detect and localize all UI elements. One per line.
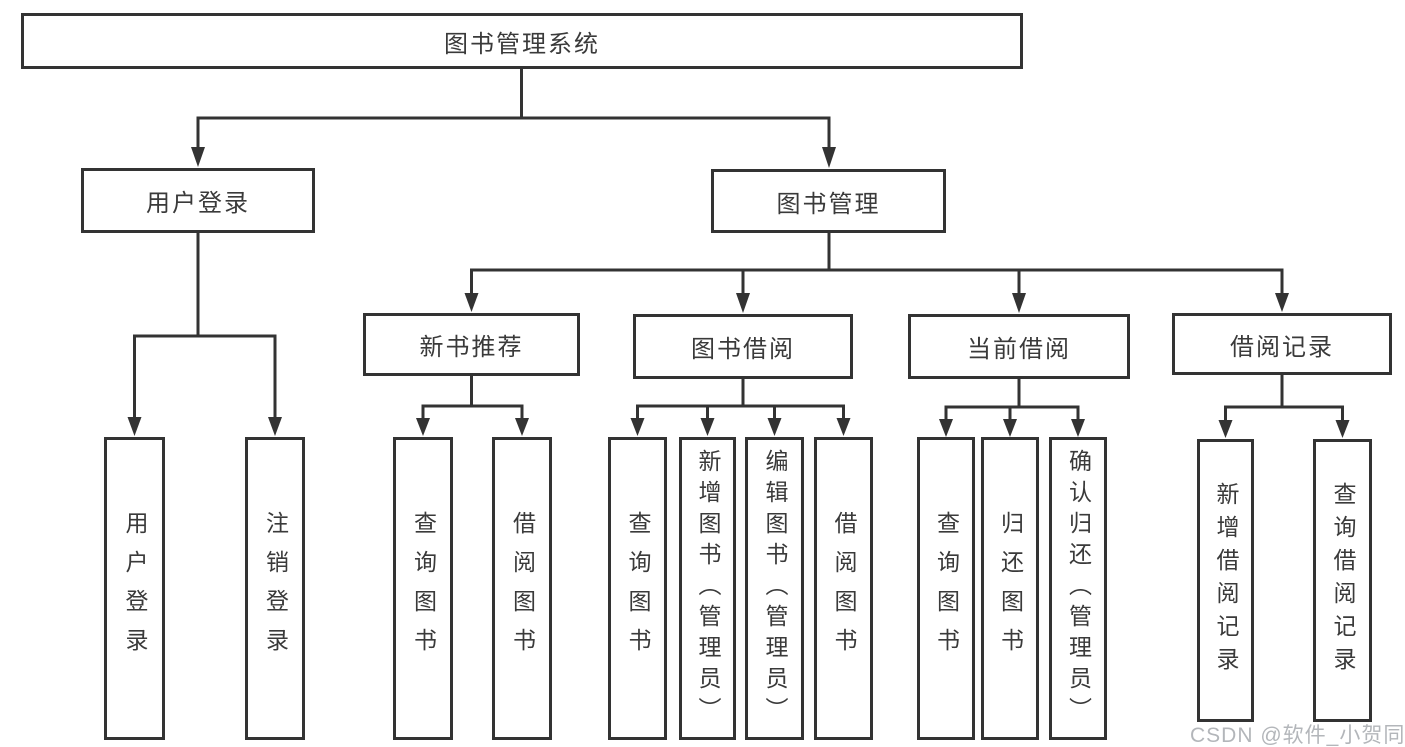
node-new-book-recommend-label: 新书推荐 bbox=[419, 334, 524, 361]
connector-new-book-rec-leaves bbox=[421, 375, 524, 420]
leaf-edit-book-admin: 编辑图书（管理员） bbox=[745, 437, 804, 740]
leaf-add-borrow-record: 新增借阅记录 bbox=[1197, 439, 1254, 722]
connector-user-login-leaves bbox=[133, 231, 277, 419]
arrow-down-icon bbox=[836, 418, 851, 436]
leaf-query-borrow-record: 查询借阅记录 bbox=[1313, 439, 1372, 722]
node-borrow-records: 借阅记录 bbox=[1172, 313, 1392, 375]
connector-borrow-records-leaves bbox=[1224, 374, 1344, 420]
leaf-query-book-current-label: 查询图书 bbox=[933, 510, 960, 667]
connector-book-borrow-leaves bbox=[636, 378, 845, 420]
leaf-logout-label: 注销登录 bbox=[262, 510, 289, 667]
connector-current-borrow-leaves bbox=[944, 378, 1080, 420]
node-new-book-recommend: 新书推荐 bbox=[363, 313, 580, 376]
node-book-borrow: 图书借阅 bbox=[633, 314, 853, 379]
leaf-edit-book-admin-label: 编辑图书（管理员） bbox=[762, 449, 788, 728]
node-current-borrow: 当前借阅 bbox=[908, 314, 1130, 379]
arrow-down-icon bbox=[700, 418, 715, 436]
node-user-login-label: 用户登录 bbox=[146, 190, 250, 217]
arrow-down-icon bbox=[630, 418, 645, 436]
arrow-down-icon bbox=[767, 418, 782, 436]
leaf-user-login: 用户登录 bbox=[104, 437, 165, 740]
leaf-borrow-book-recommend: 借阅图书 bbox=[492, 437, 552, 740]
leaf-return-book-label: 归还图书 bbox=[997, 510, 1024, 667]
leaf-query-book-recommend-label: 查询图书 bbox=[410, 510, 437, 667]
leaf-add-borrow-record-label: 新增借阅记录 bbox=[1213, 481, 1239, 680]
arrow-down-icon bbox=[1012, 293, 1026, 313]
arrow-down-icon bbox=[1335, 420, 1350, 438]
leaf-user-login-label: 用户登录 bbox=[122, 510, 148, 667]
leaf-logout: 注销登录 bbox=[245, 437, 305, 740]
node-current-borrow-label: 当前借阅 bbox=[967, 336, 1071, 363]
leaf-borrow-book-recommend-label: 借阅图书 bbox=[509, 510, 536, 667]
root-node-label: 图书管理系统 bbox=[444, 30, 600, 58]
node-book-borrow-label: 图书借阅 bbox=[691, 336, 795, 363]
leaf-confirm-return-admin-label: 确认归还（管理员） bbox=[1065, 449, 1092, 728]
leaf-confirm-return-admin: 确认归还（管理员） bbox=[1049, 437, 1107, 740]
arrow-down-icon bbox=[127, 417, 142, 436]
arrow-down-icon bbox=[268, 417, 282, 436]
connector-book-mgmt-level3 bbox=[470, 231, 1284, 295]
leaf-return-book: 归还图书 bbox=[981, 437, 1039, 740]
node-user-login: 用户登录 bbox=[81, 168, 315, 233]
arrow-down-icon bbox=[1275, 293, 1289, 312]
arrow-down-icon bbox=[822, 147, 836, 168]
root-node: 图书管理系统 bbox=[21, 13, 1023, 69]
arrow-down-icon bbox=[1003, 419, 1017, 437]
connector-root-level2 bbox=[196, 67, 831, 149]
leaf-borrow-book: 借阅图书 bbox=[814, 437, 873, 740]
leaf-add-book-admin: 新增图书（管理员） bbox=[679, 437, 736, 740]
arrow-down-icon bbox=[1071, 419, 1085, 437]
leaf-add-book-admin-label: 新增图书（管理员） bbox=[695, 449, 721, 728]
node-borrow-records-label: 借阅记录 bbox=[1230, 333, 1334, 361]
watermark: CSDN @软件_小贺同学 bbox=[1190, 724, 1405, 747]
arrow-down-icon bbox=[939, 419, 953, 437]
arrow-down-icon bbox=[1218, 420, 1233, 438]
leaf-borrow-book-label: 借阅图书 bbox=[831, 510, 857, 667]
leaf-query-borrow-record-label: 查询借阅记录 bbox=[1330, 481, 1356, 680]
arrow-down-icon bbox=[736, 293, 750, 313]
arrow-down-icon bbox=[416, 418, 430, 436]
leaf-query-book-current: 查询图书 bbox=[917, 437, 975, 740]
leaf-query-book-borrow-label: 查询图书 bbox=[625, 510, 651, 667]
arrow-down-icon bbox=[515, 418, 529, 436]
leaf-query-book-borrow: 查询图书 bbox=[608, 437, 667, 740]
node-book-management-label: 图书管理 bbox=[776, 190, 881, 218]
leaf-query-book-recommend: 查询图书 bbox=[393, 437, 453, 740]
arrow-down-icon bbox=[464, 293, 479, 312]
node-book-management: 图书管理 bbox=[711, 169, 946, 233]
arrow-down-icon bbox=[191, 147, 205, 167]
